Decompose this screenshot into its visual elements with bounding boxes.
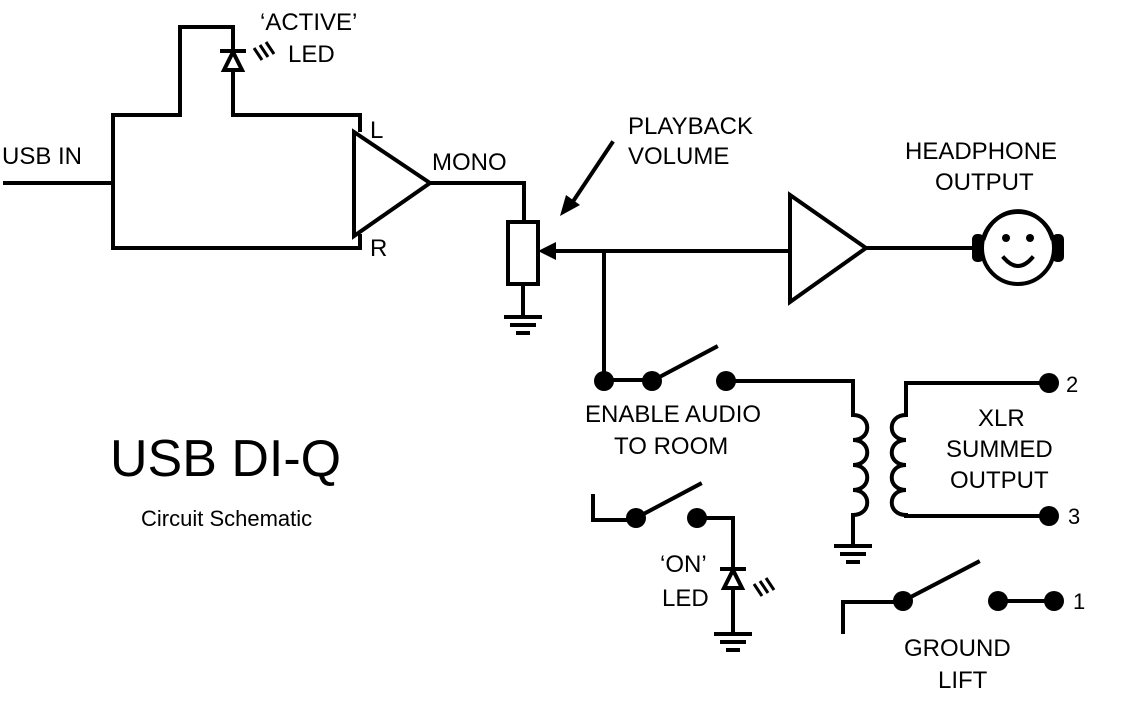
on-led-label: ‘ON’ [660,551,707,578]
headphone-amplifier-icon [788,191,870,306]
ground-lift-label-2: LIFT [938,667,988,694]
xlr-pin-3-terminal [1039,506,1059,526]
xlr-pin-1-terminal [1044,591,1064,611]
pot-wiper-arrow-icon [538,242,556,260]
active-led-label: ‘ACTIVE’ [260,9,357,36]
active-led-label-2: LED [288,41,335,68]
mono-wire [428,181,526,224]
transformer-primary-wire [724,379,855,417]
headphone-output-label-2: OUTPUT [935,169,1034,196]
ground-lift-wire [841,600,905,634]
xlr-pin-2-terminal [1039,373,1059,393]
xlr-output-label: XLR [978,405,1025,432]
mono-label: MONO [432,149,507,176]
enable-audio-label-2: TO ROOM [614,433,728,460]
xlr-output-label-3: OUTPUT [950,467,1049,494]
diagram-subtitle: Circuit Schematic [141,506,312,531]
playback-volume-potentiometer [506,220,540,286]
headphone-output-label: HEADPHONE [905,138,1057,165]
summing-amplifier-icon [352,128,434,240]
enable-audio-switch-icon [649,344,719,384]
room-switch-terminal [594,371,614,391]
usb-in-label: USB IN [2,143,82,170]
ground-symbol-icon [504,315,542,335]
xlr-pin-1-label: 1 [1073,589,1085,614]
ground-lift-switch-icon [900,559,981,604]
xlr-pin-3-label: 3 [1068,504,1080,529]
playback-volume-label-2: VOLUME [628,143,729,170]
right-channel-label: R [370,235,387,262]
left-channel-label: L [370,117,383,144]
playback-pointer-arrow-icon [560,140,615,216]
transformer-primary-coil-icon [834,412,872,564]
xlr-output-label-2: SUMMED [946,436,1053,463]
ground-lift-label: GROUND [904,635,1011,662]
xlr-pin-2-label: 2 [1066,372,1078,397]
active-led-return-wire [231,70,362,132]
on-led-icon [714,565,776,652]
usb-interface-block [111,25,362,250]
active-led-icon [220,41,276,72]
transformer-secondary-coil-icon [889,381,1051,518]
playback-volume-label: PLAYBACK [628,113,753,140]
power-switch-icon [633,481,703,521]
enable-audio-label: ENABLE AUDIO [585,401,761,428]
on-led-label-2: LED [662,585,709,612]
power-switch-wire [591,494,638,522]
headphone-smiley-icon [972,209,1064,286]
on-led-wire [695,516,735,572]
diagram-title: USB DI-Q [110,430,341,488]
